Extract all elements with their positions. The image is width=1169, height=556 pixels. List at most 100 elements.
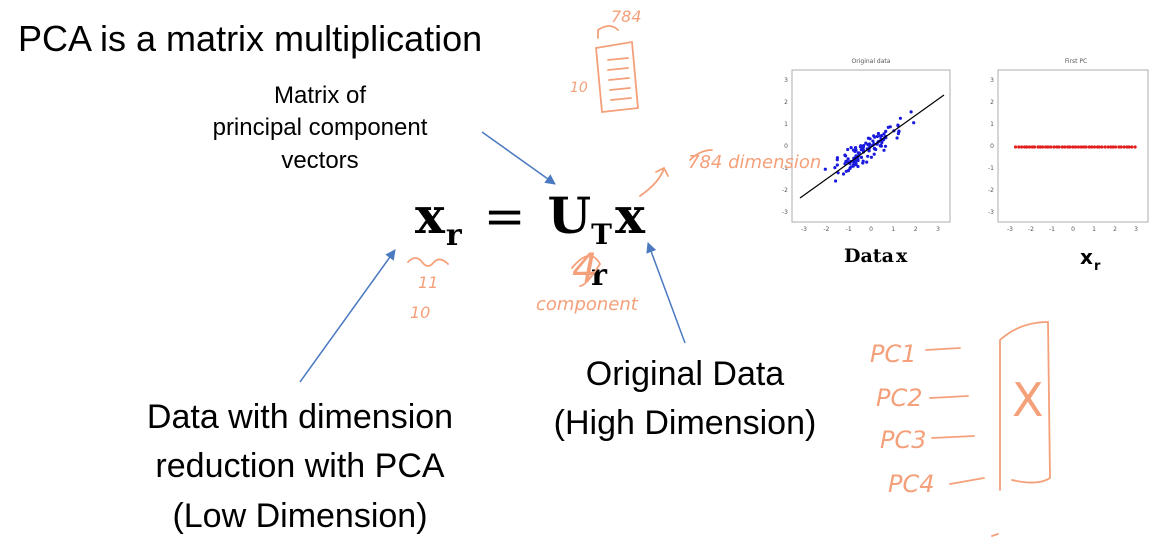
pc-point	[1020, 145, 1024, 149]
scatter-point	[835, 163, 839, 167]
left-plot-fit-line	[799, 94, 945, 199]
formula-lhs: x	[415, 186, 445, 245]
note-component: component	[536, 294, 639, 315]
x-tick-label: 3	[1134, 226, 1138, 233]
handwritten-text: 784 10 784 dimension 4 component 11 10 P…	[410, 7, 1044, 498]
scatter-point	[841, 172, 846, 176]
scatter-point	[888, 125, 892, 129]
pc-point	[1055, 145, 1059, 149]
x-tick-label: 2	[1113, 226, 1117, 233]
pc-point	[1060, 145, 1064, 149]
x-tick-label: -3	[801, 226, 807, 233]
scatter-point	[849, 146, 853, 150]
scatter-point	[856, 151, 860, 155]
pc-point	[1076, 145, 1080, 149]
left-plot-scatter	[823, 110, 916, 183]
x-tick-label: 1	[891, 226, 895, 233]
reduced-line-1: Data with dimension	[146, 398, 454, 436]
note-10: 10	[410, 303, 430, 322]
pc-point	[1057, 145, 1061, 149]
scatter-point	[895, 136, 899, 140]
scatter-point	[845, 160, 850, 164]
pc-point	[1100, 145, 1104, 149]
scatter-point	[882, 132, 886, 136]
scatter-point	[853, 149, 857, 153]
original-data-label: Original Data (High Dimension)	[530, 350, 840, 449]
matrix-label-line-3: vectors	[281, 146, 359, 174]
reduced-line-3: (Low Dimension)	[172, 496, 428, 535]
scatter-point	[871, 139, 875, 143]
left-plot-caption-main: Data	[844, 245, 894, 267]
left-plot-axes	[791, 69, 951, 223]
pc4-label: PC4	[888, 470, 935, 498]
pc-point	[1052, 145, 1056, 149]
scatter-point	[844, 169, 848, 173]
scatter-point	[884, 129, 888, 133]
scatter-point	[872, 134, 876, 138]
pc-point	[1133, 145, 1137, 149]
y-tick-label: -2	[782, 187, 788, 194]
scatter-point	[866, 143, 870, 147]
scatter-point	[869, 155, 874, 159]
note-four: 4	[572, 246, 597, 292]
pc-point	[1087, 145, 1091, 149]
xr-squiggle	[407, 257, 449, 267]
right-plot-caption-var: x	[1080, 245, 1093, 269]
scatter-point	[866, 136, 871, 140]
scatter-point	[846, 147, 850, 152]
pc-point	[1090, 145, 1094, 149]
pc-point	[1130, 145, 1134, 149]
pc-point	[1113, 145, 1118, 149]
pc-point	[1041, 145, 1045, 149]
scatter-point	[867, 149, 871, 153]
right-plot-caption-sub: r	[1094, 259, 1101, 274]
scatter-point	[854, 161, 858, 165]
note-784-dimension: 784 dimension	[688, 152, 821, 173]
pc-point	[1082, 145, 1086, 149]
pc-point	[1025, 145, 1029, 149]
pc2-label: PC2	[876, 384, 923, 412]
curly-arrow	[639, 167, 669, 197]
scatter-point	[843, 162, 847, 166]
x-box-label: X	[1012, 373, 1044, 427]
pc3-label: PC3	[880, 426, 927, 454]
pc-point	[1063, 145, 1067, 149]
slide-title: PCA is a matrix multiplication	[18, 18, 483, 59]
reduced-data-label: Data with dimension reduction with PCA (…	[110, 393, 490, 541]
right-plot-axes	[997, 69, 1149, 223]
pc-point	[1092, 145, 1097, 149]
pc-point	[1038, 145, 1042, 149]
x-tick-label: 2	[914, 226, 918, 233]
formula-u: U	[547, 186, 592, 245]
y-tick-label: 1	[990, 121, 994, 128]
pc-point	[1122, 145, 1126, 149]
scatter-point	[861, 145, 865, 150]
scatter-point	[866, 154, 870, 158]
scatter-point	[880, 141, 884, 145]
right-plot-points	[1014, 145, 1137, 149]
right-plot-title: First PC	[1065, 58, 1087, 65]
pc-point	[1030, 145, 1034, 149]
y-tick-label: 0	[990, 143, 994, 150]
pc-point	[1103, 145, 1107, 149]
reduced-line-2: reduction with PCA	[155, 447, 445, 486]
y-tick-label: -1	[782, 165, 788, 172]
note-10-side: 10	[570, 80, 588, 96]
y-tick-label: 2	[990, 99, 994, 106]
scatter-point	[843, 153, 847, 157]
scatter-point	[878, 144, 882, 148]
pc-point	[1084, 145, 1088, 149]
original-data-line-1: Original Data	[585, 355, 785, 393]
scatter-point	[835, 156, 840, 160]
pc-point	[1036, 145, 1040, 149]
pc-point	[1066, 145, 1070, 149]
scatter-point	[898, 116, 903, 120]
scatter-point	[874, 147, 878, 152]
scatter-point	[823, 167, 827, 171]
scatter-point	[858, 145, 863, 149]
pc-point	[1079, 145, 1083, 149]
